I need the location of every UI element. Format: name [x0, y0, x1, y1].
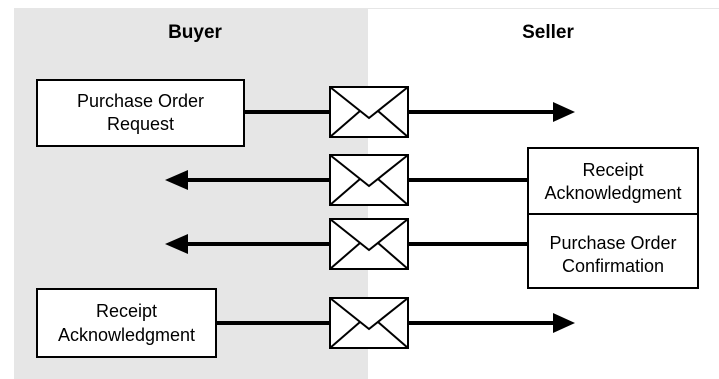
box-label-line2: Request [107, 114, 174, 134]
box-label-line1: Purchase Order [77, 91, 204, 111]
box-label-line1: Receipt [96, 301, 157, 321]
box-seller-receipt-acknowledgment: Receipt Acknowledgment [527, 147, 699, 215]
arrowhead-right-icon [553, 102, 575, 122]
arrowhead-right-icon [553, 313, 575, 333]
box-purchase-order-confirmation: Purchase Order Confirmation [527, 213, 699, 289]
box-label-line2: Acknowledgment [58, 325, 195, 345]
box-label-line2: Acknowledgment [544, 183, 681, 203]
arrowhead-left-icon [165, 234, 188, 254]
envelope-icon [329, 297, 409, 349]
arrowhead-left-icon [165, 170, 188, 190]
seller-lane-title: Seller [522, 22, 574, 43]
box-label-line1: Receipt [582, 160, 643, 180]
box-buyer-receipt-acknowledgment: Receipt Acknowledgment [36, 288, 217, 358]
box-label-line2: Confirmation [562, 256, 664, 276]
envelope-icon [329, 86, 409, 138]
envelope-icon [329, 218, 409, 270]
envelope-icon [329, 154, 409, 206]
message-receipt-ack-to-buyer [165, 154, 528, 206]
message-po-confirmation [165, 218, 528, 270]
message-receipt-ack-to-seller [216, 297, 575, 349]
buyer-lane-title: Buyer [168, 22, 222, 43]
box-label-line1: Purchase Order [549, 233, 676, 253]
message-po-request [244, 86, 575, 138]
box-purchase-order-request: Purchase Order Request [36, 79, 245, 147]
